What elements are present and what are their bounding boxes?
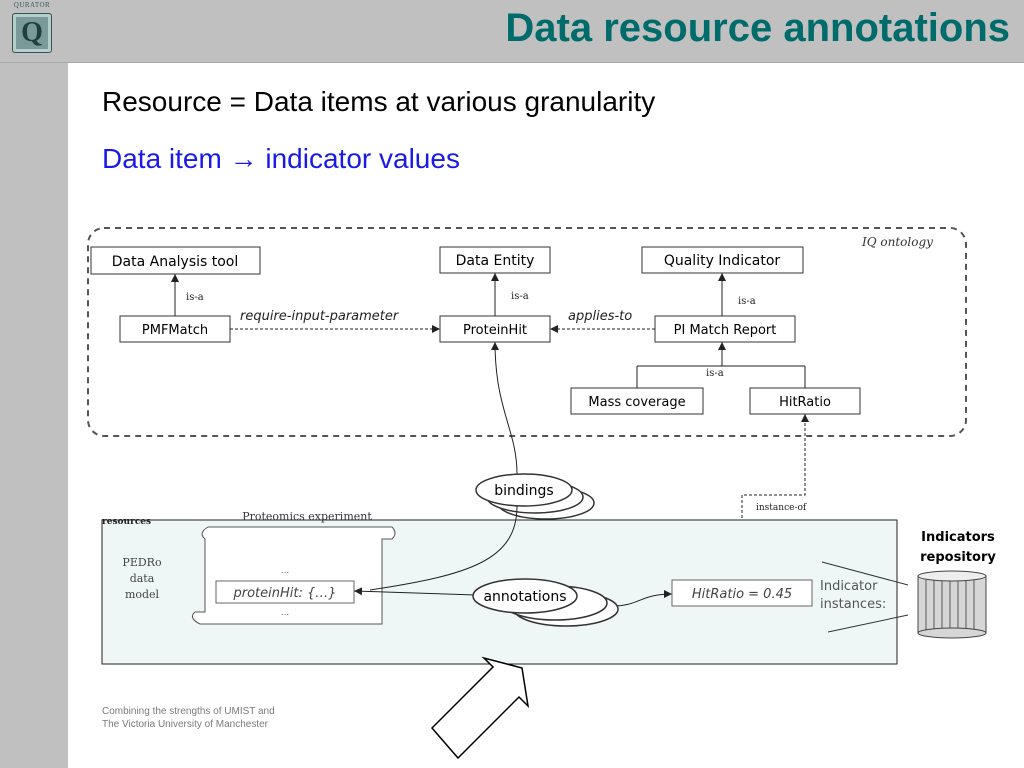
repository-link-top [821, 561, 909, 586]
big-arrow-icon [430, 656, 530, 760]
node-mass-coverage [570, 387, 704, 415]
edge-isa-pmfmatch-label: is-a [186, 292, 204, 303]
annotations-label: annotations [483, 589, 566, 605]
iq-ontology-label: IQ ontology [861, 235, 933, 249]
scroll-ellipsis-top: ... [281, 566, 290, 576]
bullet-data-item-suffix: indicator values [265, 143, 460, 174]
resources-label: resources [102, 517, 151, 527]
node-data-entity-label: Data Entity [456, 253, 535, 269]
bindings-label: bindings [494, 483, 553, 499]
annotations-oval [472, 578, 578, 614]
repository-line-1: Indicators [921, 530, 995, 545]
bindings-oval [475, 473, 573, 507]
scroll-ellipsis-bottom: ... [281, 608, 290, 618]
repository-link-bottom [827, 614, 909, 633]
footer-line-1: Combining the strengths of UMIST and [102, 706, 275, 717]
node-hitratio-label: HitRatio [779, 395, 831, 410]
annotations-to-protein-hit [353, 587, 477, 596]
bullet-data-item-prefix: Data item [102, 143, 222, 174]
edge-isa-proteinhit-label: is-a [511, 291, 529, 302]
bullet-data-item: Data item → indicator values [102, 143, 460, 175]
pedro-line-2: data [130, 572, 155, 585]
title-bar [0, 0, 1024, 63]
page-title: Data resource annotations [505, 6, 1010, 50]
edge-applies-to-label: applies-to [568, 309, 632, 324]
node-pmfmatch-label: PMFMatch [142, 323, 208, 338]
proteomics-label: Proteomics experiment [242, 510, 372, 523]
indicator-instances-line-1: Indicator [820, 579, 878, 594]
pedro-line-1: PEDRo [122, 556, 162, 569]
node-pi-match-report [654, 315, 796, 343]
logo-text: QURATOR [13, 1, 51, 9]
bullet-resource: Resource = Data items at various granula… [102, 86, 656, 117]
node-data-analysis-tool-label: Data Analysis tool [112, 254, 239, 270]
node-proteinhit-label: ProteinHit [463, 323, 527, 338]
qurator-logo: QURATOR Q [4, 0, 60, 58]
left-sidebar [0, 0, 68, 768]
hitratio-value: HitRatio = 0.45 [692, 587, 792, 602]
footer: Combining the strengths of UMIST and The… [102, 705, 275, 731]
node-quality-indicator-label: Quality Indicator [664, 253, 781, 269]
edge-instance-of-label: instance-of [756, 503, 807, 513]
hitratio-value-box [671, 579, 813, 607]
edge-isa-pi-match-report-label: is-a [738, 296, 756, 307]
footer-line-2: The Victoria University of Manchester [102, 719, 268, 730]
node-data-entity [439, 246, 551, 274]
iq-ontology-frame [87, 227, 967, 437]
edge-isa-fork-label: is-a [706, 368, 724, 379]
logo-icon: Q [12, 13, 52, 53]
node-pi-match-report-label: PI Match Report [674, 323, 777, 338]
node-quality-indicator [641, 246, 804, 274]
node-mass-coverage-label: Mass coverage [588, 395, 685, 410]
logo-letter: Q [21, 17, 43, 48]
bindings-link [491, 341, 518, 475]
pedro-line-3: model [125, 588, 160, 601]
repository-line-2: repository [920, 550, 996, 565]
node-hitratio [749, 387, 861, 415]
annotations-to-hitratio [611, 590, 673, 607]
proteomics-scroll [191, 526, 396, 625]
indicator-instances-line-2: instances: [820, 597, 886, 612]
database-icon [917, 570, 987, 639]
edge-require-input-parameter-label: require-input-parameter [240, 309, 400, 324]
right-arrow-icon: → [229, 143, 258, 174]
node-data-analysis-tool [90, 246, 261, 275]
annotations-to-bindings [369, 505, 518, 591]
protein-hit-value: proteinHit: {…} [232, 586, 336, 601]
